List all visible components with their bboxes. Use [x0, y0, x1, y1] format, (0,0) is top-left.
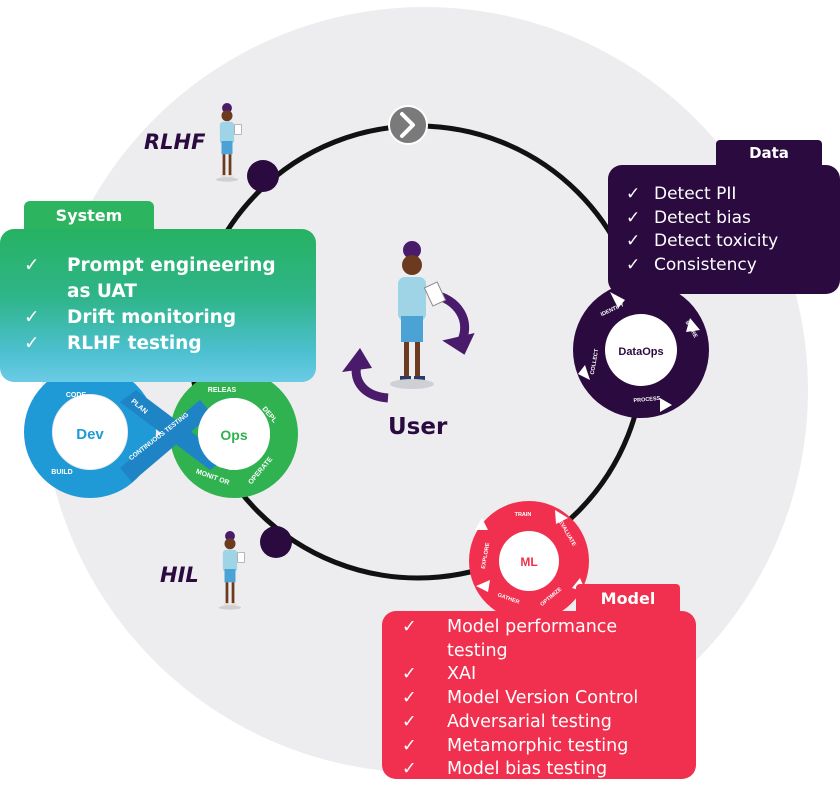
- list-item-label: Model Version Control: [447, 688, 639, 709]
- rlhf-person-icon: [216, 103, 242, 182]
- list-item-label: Consistency: [654, 254, 757, 275]
- list-item: ✓ Prompt engineering: [24, 253, 316, 279]
- check-icon: ✓: [402, 711, 417, 732]
- list-item: ✓ Metamorphic testing: [402, 735, 696, 759]
- check-icon: ✓: [24, 255, 40, 276]
- next-chevron-icon[interactable]: [388, 105, 428, 145]
- model-card: ✓ Model performance testing ✓ XAI ✓ Model V…: [382, 611, 696, 779]
- devops-code-label: CODE: [66, 392, 87, 399]
- check-icon: ✓: [402, 617, 417, 637]
- model-list: ✓ Model performance testing ✓ XAI ✓ Model V…: [402, 616, 696, 782]
- list-item: ✓ Model Version Control: [402, 687, 696, 711]
- check-icon: ✓: [402, 664, 417, 685]
- user-person-icon: [390, 241, 447, 389]
- devops-infinity-loop: [24, 366, 298, 498]
- system-list: ✓ Prompt engineering as UAT ✓ Drift monito…: [24, 253, 316, 357]
- devops-release-label: RELEAS: [208, 387, 237, 394]
- check-icon: ✓: [402, 759, 417, 780]
- system-tab: System: [24, 201, 154, 231]
- list-item-label: Model bias testing: [447, 759, 608, 780]
- list-item-label: Detect toxicity: [654, 231, 779, 251]
- rlhf-node-dot: [247, 160, 279, 192]
- check-icon: ✓: [24, 307, 40, 328]
- list-item-label: Adversarial testing: [447, 711, 612, 732]
- ml-center-label: ML: [520, 555, 537, 569]
- hil-node-dot: [260, 526, 292, 558]
- list-item-label: as UAT: [67, 281, 137, 302]
- hil-label: HIL: [160, 563, 199, 587]
- list-item-label: RLHF testing: [67, 333, 202, 354]
- list-item-label: Detect PII: [654, 184, 737, 204]
- list-item: ✓ Detect toxicity: [626, 230, 840, 254]
- devops-build-label: BUILD: [51, 469, 72, 476]
- system-card: ✓ Prompt engineering as UAT ✓ Drift monito…: [0, 229, 316, 382]
- list-item-label: Metamorphic testing: [447, 735, 629, 756]
- ml-cycle: [469, 501, 589, 621]
- list-item-label: Detect bias: [654, 207, 751, 228]
- list-item-label: Drift monitoring: [67, 307, 237, 328]
- list-item: ✓ RLHF testing: [24, 331, 316, 357]
- check-icon: ✓: [626, 184, 641, 204]
- data-card: ✓ Detect PII ✓ Detect bias ✓ Detect toxicit…: [608, 165, 840, 294]
- list-item-label: Prompt engineering: [67, 255, 276, 276]
- check-icon: ✓: [626, 231, 641, 251]
- check-icon: ✓: [402, 735, 417, 756]
- list-item: ✓ Adversarial testing: [402, 711, 696, 735]
- dataops-cycle: [573, 282, 709, 418]
- ml-explore-label: EXPLORE: [481, 542, 492, 569]
- dataops-process-label: PROCESS: [633, 396, 661, 404]
- check-icon: ✓: [626, 254, 641, 275]
- data-tab: Data: [716, 140, 822, 167]
- ml-train-label: TRAIN: [515, 512, 532, 518]
- check-icon: ✓: [626, 207, 641, 228]
- devops-dev-label: Dev: [76, 426, 104, 443]
- list-item: ✓ Drift monitoring: [24, 305, 316, 331]
- list-item: ✓ XAI: [402, 663, 696, 687]
- devops-ops-label: Ops: [220, 427, 247, 443]
- rlhf-label: RLHF: [144, 130, 206, 154]
- list-item-label: XAI: [447, 664, 477, 685]
- data-list: ✓ Detect PII ✓ Detect bias ✓ Detect toxicit…: [626, 183, 840, 277]
- list-item-label: testing: [447, 640, 508, 661]
- list-item-label: Model performance: [447, 617, 618, 637]
- list-item: ✓ Consistency: [626, 254, 840, 278]
- list-item: testing: [402, 640, 696, 664]
- list-item: ✓ Detect bias: [626, 207, 840, 231]
- dataops-collect-label: COLLECT: [590, 348, 601, 375]
- model-tab: Model: [576, 584, 680, 613]
- list-item: as UAT: [24, 279, 316, 305]
- list-item: ✓ Model bias testing: [402, 758, 696, 782]
- check-icon: ✓: [24, 333, 40, 354]
- hil-person-icon: [219, 531, 245, 610]
- list-item: ✓ Detect PII: [626, 183, 840, 207]
- user-label: User: [388, 414, 448, 440]
- check-icon: ✓: [402, 688, 417, 709]
- list-item: ✓ Model performance: [402, 616, 696, 640]
- dataops-center-label: DataOps: [618, 346, 663, 358]
